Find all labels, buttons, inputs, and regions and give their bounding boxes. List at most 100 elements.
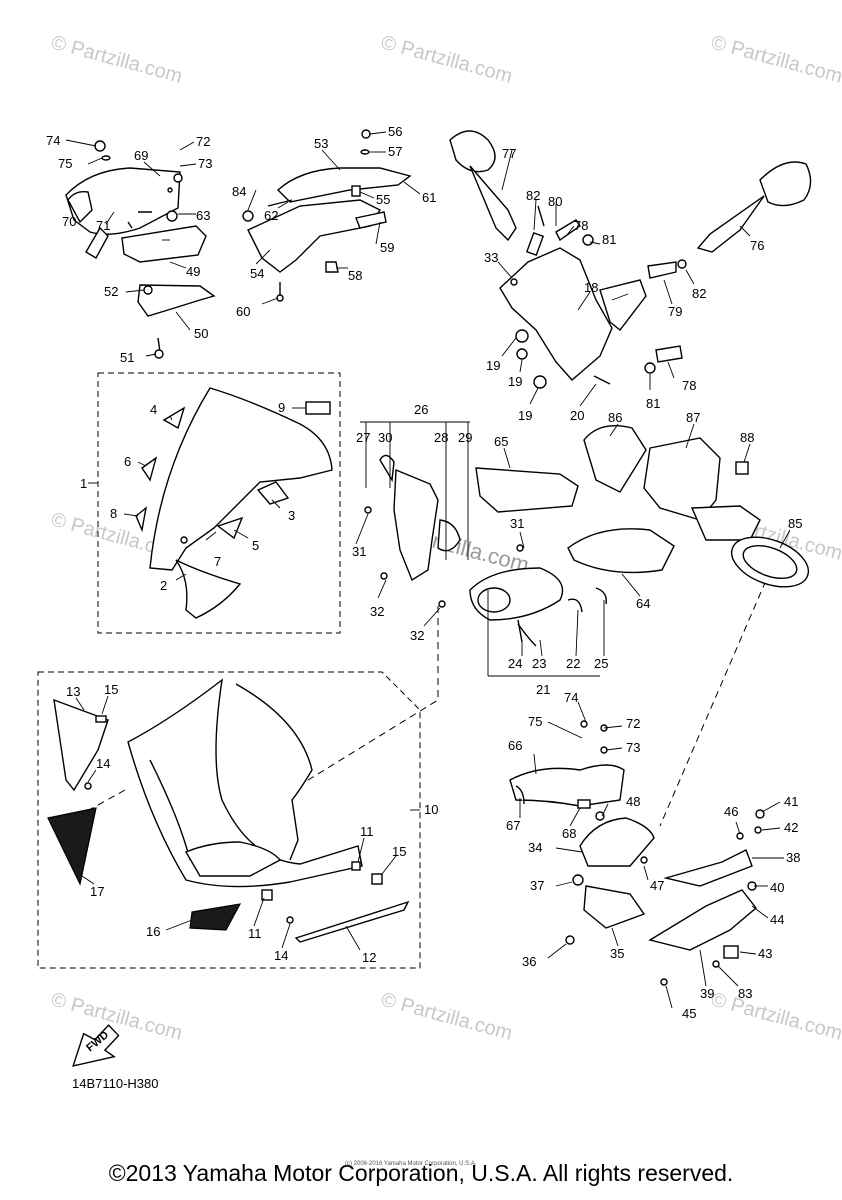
callout-24: 24 xyxy=(508,656,522,671)
callout-27: 27 xyxy=(356,430,370,445)
callout-87: 87 xyxy=(686,410,700,425)
callout-11b: 11 xyxy=(248,926,262,941)
callout-70: 70 xyxy=(62,214,76,229)
callout-77: 77 xyxy=(502,146,516,161)
callout-46: 46 xyxy=(724,804,738,819)
side-panel-assy xyxy=(509,720,765,986)
callout-8: 8 xyxy=(110,506,117,521)
callout-3: 3 xyxy=(288,508,295,523)
callout-65: 65 xyxy=(494,434,508,449)
callout-80: 80 xyxy=(548,194,562,209)
diagram-code: 14B7110-H380 xyxy=(72,1076,159,1091)
callout-13: 13 xyxy=(66,684,80,699)
callout-50: 50 xyxy=(194,326,208,341)
callout-22: 22 xyxy=(566,656,580,671)
callout-57: 57 xyxy=(388,144,402,159)
callout-30: 30 xyxy=(378,430,392,445)
callout-32a: 32 xyxy=(370,604,384,619)
callout-15a: 15 xyxy=(104,682,118,697)
callout-21: 21 xyxy=(536,682,550,697)
callout-35: 35 xyxy=(610,946,624,961)
callout-88: 88 xyxy=(740,430,754,445)
callout-9: 9 xyxy=(278,400,285,415)
callout-38: 38 xyxy=(786,850,800,865)
callout-66: 66 xyxy=(508,738,522,753)
callout-18: 18 xyxy=(584,280,598,295)
callout-36: 36 xyxy=(522,954,536,969)
watermark: © Partzilla.com xyxy=(379,32,515,88)
windscreen xyxy=(135,387,333,619)
callout-16: 16 xyxy=(146,924,160,939)
callout-69: 69 xyxy=(134,148,148,163)
inner-panel-middle xyxy=(242,129,412,302)
callout-28: 28 xyxy=(434,430,448,445)
callout-53: 53 xyxy=(314,136,328,151)
callout-19a: 19 xyxy=(486,358,500,373)
callout-31b: 31 xyxy=(510,516,524,531)
callout-51: 51 xyxy=(120,350,134,365)
callout-58: 58 xyxy=(348,268,362,283)
callout-54: 54 xyxy=(250,266,264,281)
copyright: ©2013 Yamaha Motor Corporation, U.S.A. A… xyxy=(108,1160,734,1186)
callout-2: 2 xyxy=(160,578,167,593)
callout-61: 61 xyxy=(422,190,436,205)
callout-33: 33 xyxy=(484,250,498,265)
callout-73: 73 xyxy=(198,156,212,171)
callout-12: 12 xyxy=(362,950,376,965)
callout-23: 23 xyxy=(532,656,546,671)
callout-labels: 74 75 69 72 73 63 70 71 49 52 50 51 53 5… xyxy=(46,124,802,1021)
callout-7: 7 xyxy=(214,554,221,569)
windscreen-group-box xyxy=(97,372,341,634)
callout-71: 71 xyxy=(96,218,110,233)
fwd-arrow: FWD xyxy=(72,1024,120,1067)
callout-63: 63 xyxy=(196,208,210,223)
callout-68: 68 xyxy=(562,826,576,841)
callout-78: 78 xyxy=(574,218,588,233)
callout-47: 47 xyxy=(650,878,664,893)
callout-14b: 14 xyxy=(274,948,288,963)
callout-20: 20 xyxy=(570,408,584,423)
callout-64: 64 xyxy=(636,596,650,611)
callout-19b: 19 xyxy=(508,374,522,389)
callout-81b: 81 xyxy=(646,396,660,411)
callout-43: 43 xyxy=(758,946,772,961)
leader-lines xyxy=(65,131,791,1009)
callout-60: 60 xyxy=(236,304,250,319)
callout-75b: 75 xyxy=(528,714,542,729)
callout-31a: 31 xyxy=(352,544,366,559)
callout-86: 86 xyxy=(608,410,622,425)
callout-78b: 78 xyxy=(682,378,696,393)
callout-48: 48 xyxy=(626,794,640,809)
air-ducts xyxy=(475,425,810,588)
callout-45: 45 xyxy=(682,1006,696,1021)
callout-6: 6 xyxy=(124,454,131,469)
callout-72: 72 xyxy=(196,134,210,149)
callout-62: 62 xyxy=(264,208,278,223)
mirror-stay-assy xyxy=(449,130,812,389)
callout-83: 83 xyxy=(738,986,752,1001)
callout-26: 26 xyxy=(414,402,428,417)
callout-5: 5 xyxy=(252,538,259,553)
callout-15b: 15 xyxy=(392,844,406,859)
watermark: © Partzilla.com xyxy=(709,989,842,1045)
callout-79: 79 xyxy=(668,304,682,319)
callout-19c: 19 xyxy=(518,408,532,423)
callout-85: 85 xyxy=(788,516,802,531)
inner-panel-left xyxy=(65,140,216,359)
front-cowling xyxy=(47,678,410,943)
watermark: © Partzilla.com xyxy=(379,989,515,1045)
callout-42: 42 xyxy=(784,820,798,835)
callout-39: 39 xyxy=(700,986,714,1001)
callout-59: 59 xyxy=(380,240,394,255)
callout-1: 1 xyxy=(80,476,87,491)
callout-56: 56 xyxy=(388,124,402,139)
copyright-small: (c) 2006-2016 Yamaha Motor Corporation, … xyxy=(345,1161,477,1167)
watermark: © Partzilla.com xyxy=(49,32,185,88)
callout-82: 82 xyxy=(526,188,540,203)
callout-4: 4 xyxy=(150,402,157,417)
callout-14a: 14 xyxy=(96,756,110,771)
callout-49: 49 xyxy=(186,264,200,279)
callout-74b: 74 xyxy=(564,690,578,705)
callout-82b: 82 xyxy=(692,286,706,301)
callout-25: 25 xyxy=(594,656,608,671)
